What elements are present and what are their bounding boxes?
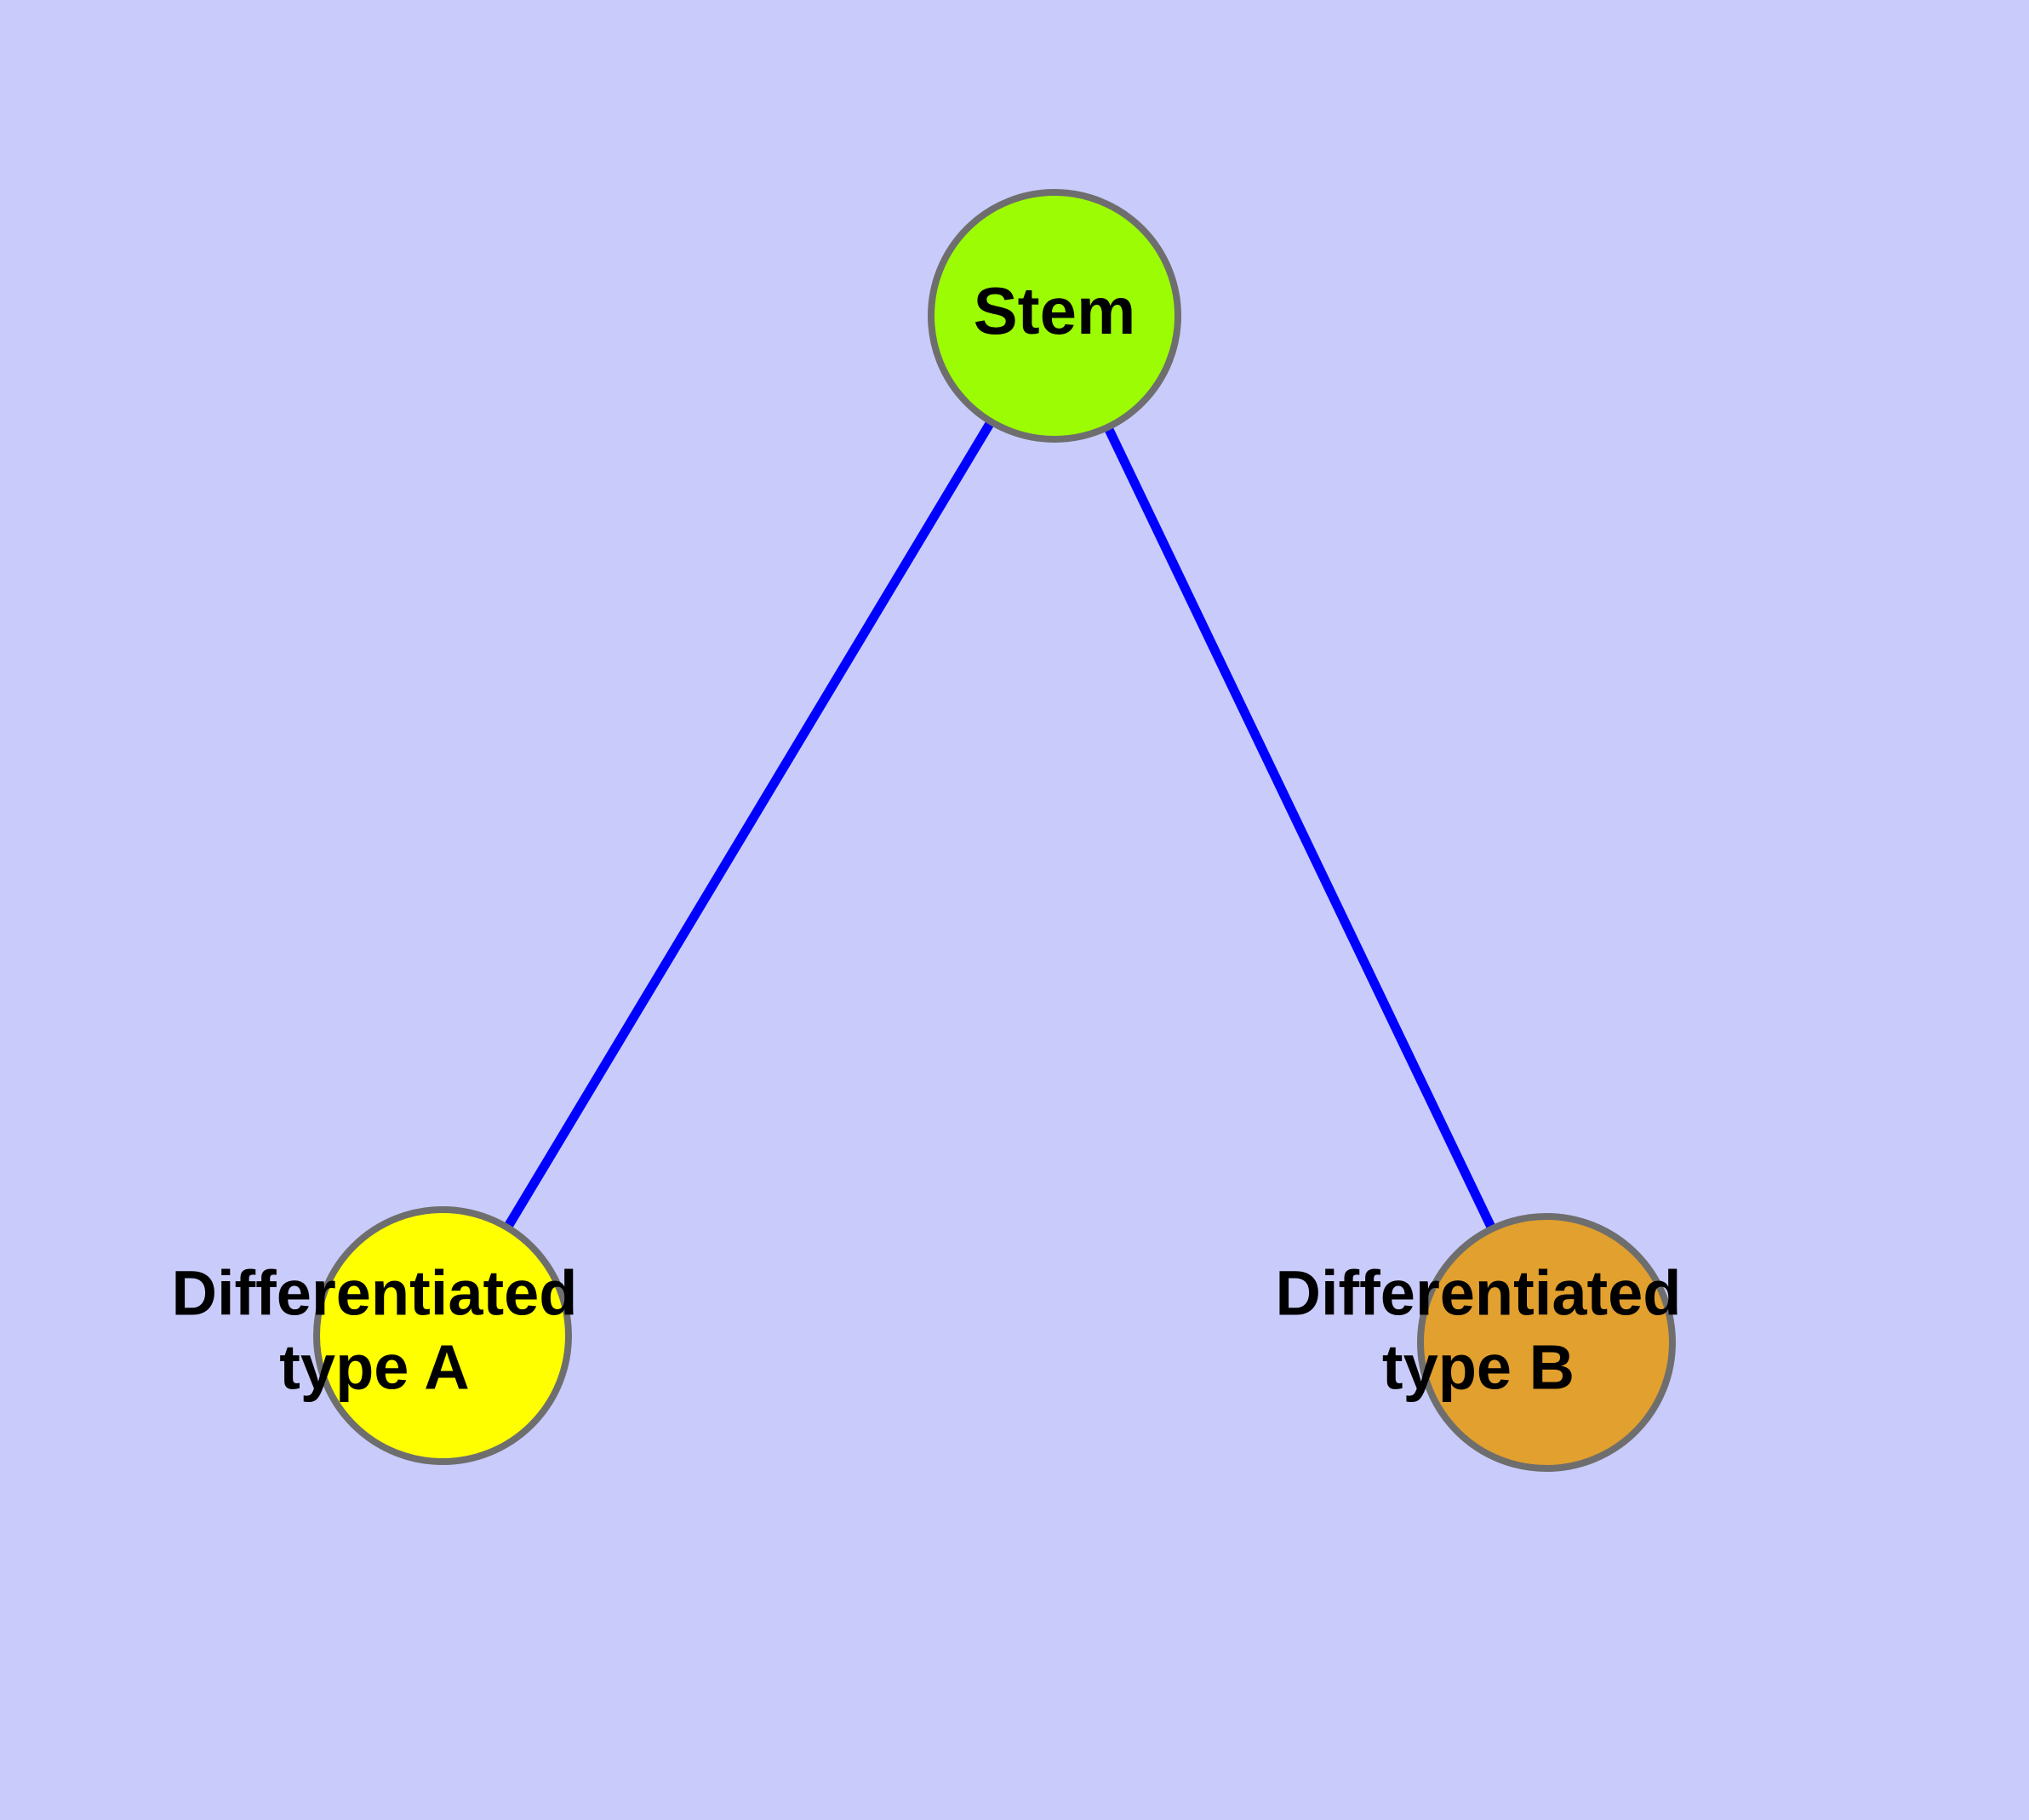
node-stem[interactable] <box>928 189 1181 443</box>
label-line: Stem <box>974 273 1136 348</box>
label-line: Differentiated <box>1276 1257 1682 1328</box>
node-diff_a[interactable] <box>313 1206 572 1465</box>
label-text-stem: Stem <box>974 273 1136 348</box>
edge-stem-to-a[interactable] <box>438 313 1059 1338</box>
label-line: type A <box>279 1331 469 1402</box>
nodes-layer <box>313 189 1676 1472</box>
node-diff_b[interactable] <box>1417 1213 1676 1472</box>
label-line: Differentiated <box>172 1257 578 1328</box>
node-label-stem: Stem <box>974 273 1136 348</box>
edges-layer <box>438 313 1551 1345</box>
edge-stem-to-b[interactable] <box>1050 313 1551 1345</box>
label-line: type B <box>1382 1331 1575 1402</box>
